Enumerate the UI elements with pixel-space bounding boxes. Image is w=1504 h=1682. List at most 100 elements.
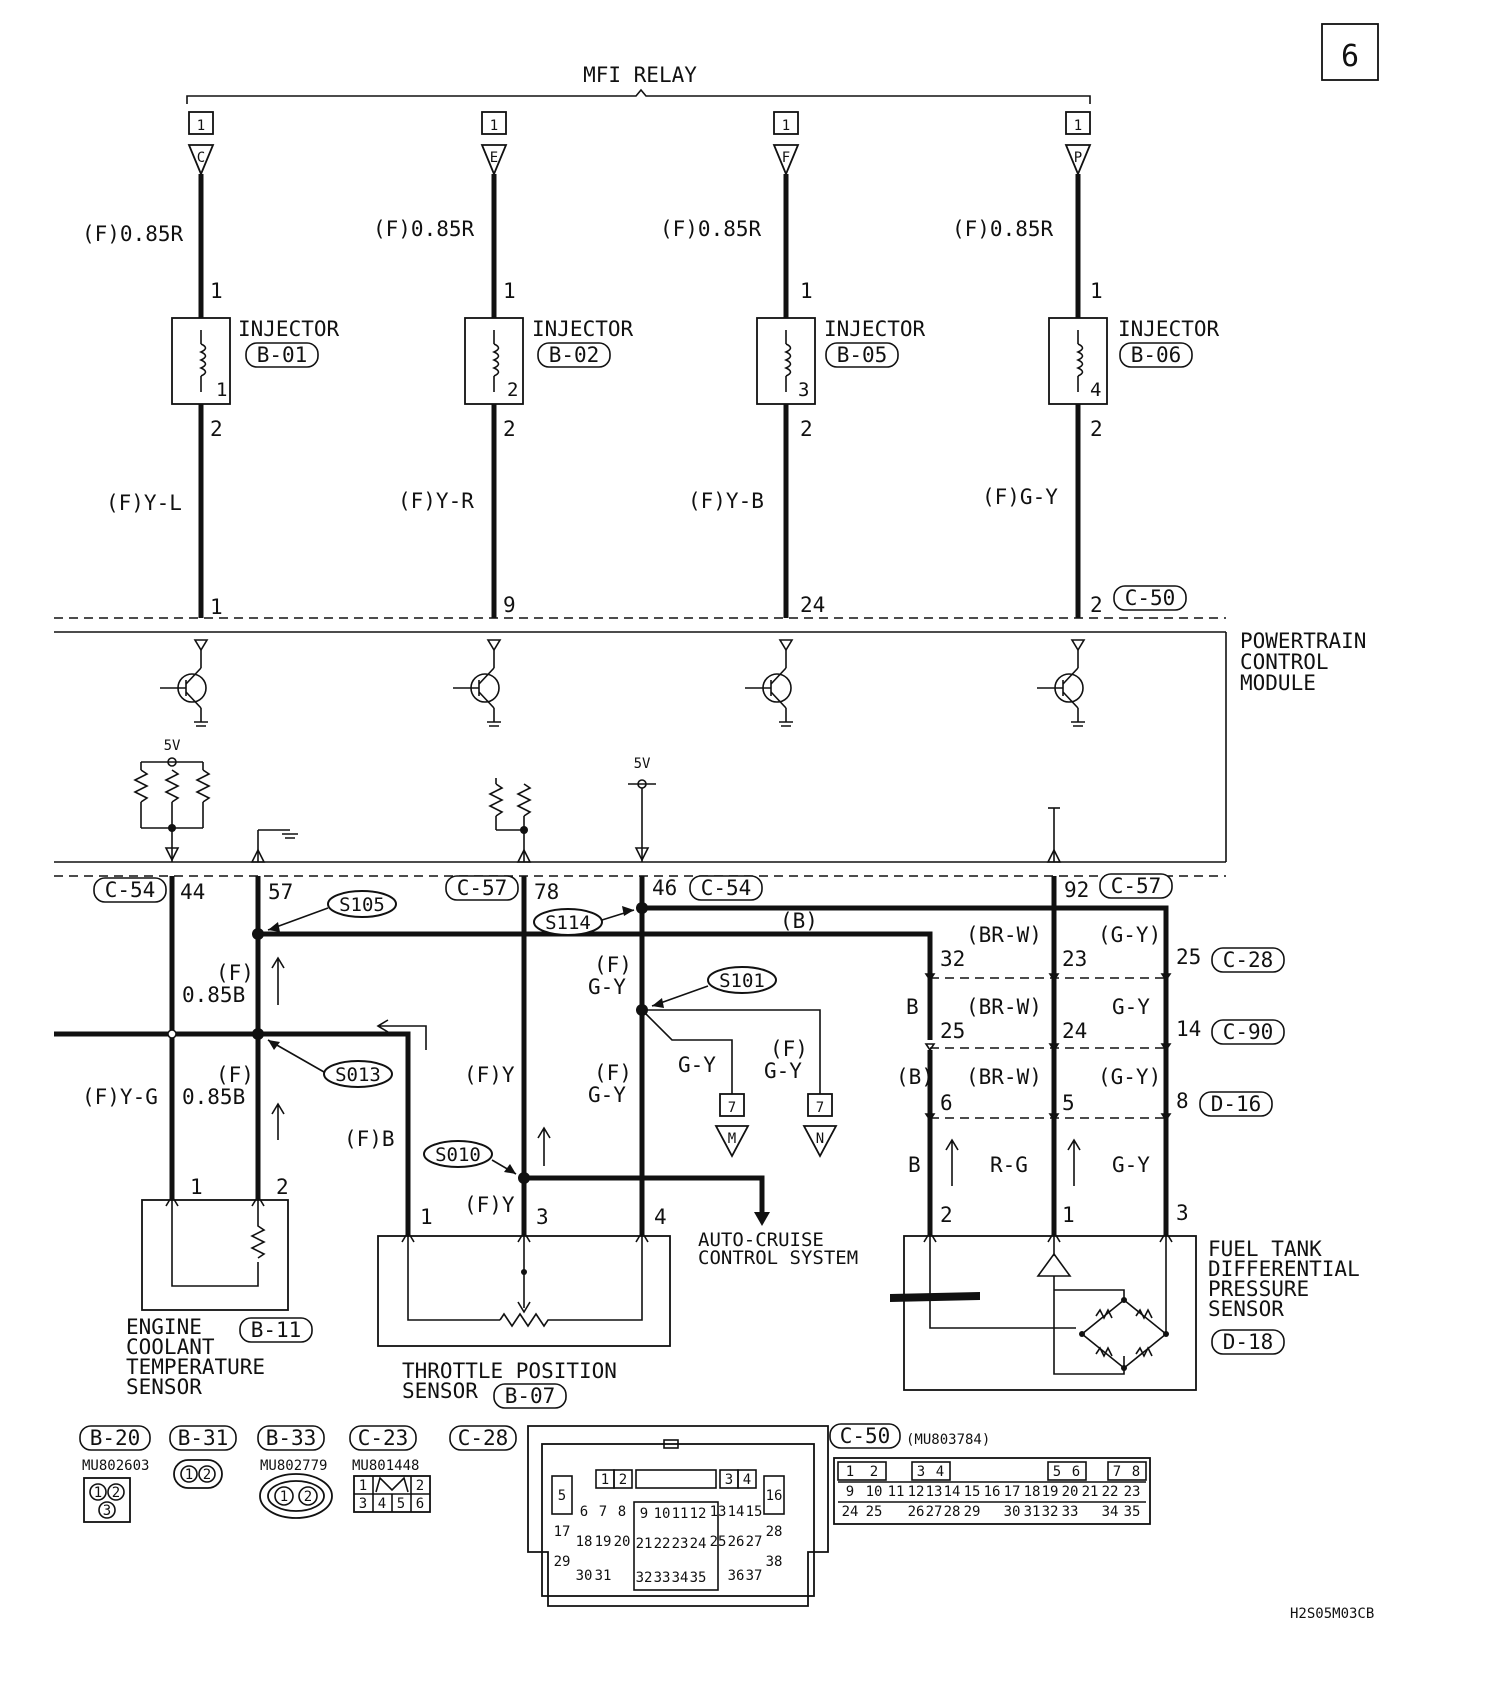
- injector-coil-icon: [784, 343, 792, 377]
- pressure-port-icon: [890, 1292, 980, 1302]
- svg-text:23: 23: [1124, 1484, 1141, 1500]
- svg-text:32: 32: [1042, 1504, 1059, 1520]
- svg-text:24: 24: [842, 1504, 859, 1520]
- injector-b02: (F)0.85R 1 2 INJECTOR B-02 2 (F)Y-R 9: [373, 217, 634, 617]
- injector-coil-icon: [1076, 343, 1084, 377]
- svg-text:14: 14: [944, 1484, 961, 1500]
- splice-label: S105: [339, 894, 385, 916]
- injector-title: INJECTOR: [238, 317, 340, 341]
- svg-text:6: 6: [940, 1091, 953, 1115]
- splice-s013: S013: [267, 1039, 393, 1088]
- relay-pin-letter: F: [782, 150, 790, 166]
- engine-coolant-temperature-sensor: 1 2 ENGINE COOLANT TEMPERATURE SENSOR B-…: [126, 1175, 313, 1399]
- amplifier-icon: [1036, 1252, 1072, 1277]
- svg-text:29: 29: [554, 1554, 571, 1570]
- svg-text:B: B: [908, 1153, 921, 1177]
- pin-number: 1: [800, 279, 813, 303]
- svg-text:6: 6: [580, 1504, 588, 1520]
- splice-label: S010: [435, 1144, 481, 1166]
- svg-text:17: 17: [554, 1524, 571, 1540]
- injector-connector: B-06: [1131, 343, 1182, 367]
- pcm-connector-c50: C-50: [1125, 586, 1176, 610]
- svg-text:8: 8: [1176, 1089, 1189, 1113]
- pcm-internal-inputs: 5V 5V: [133, 738, 1060, 862]
- connector-n: 7 N: [802, 1093, 838, 1158]
- injector-number: 1: [216, 379, 227, 401]
- svg-text:19: 19: [595, 1534, 612, 1550]
- svg-text:2: 2: [619, 1472, 627, 1488]
- svg-text:8: 8: [1132, 1464, 1140, 1480]
- svg-text:M: M: [728, 1131, 736, 1147]
- svg-text:18: 18: [576, 1534, 593, 1550]
- svg-text:10: 10: [866, 1484, 883, 1500]
- svg-text:9: 9: [640, 1506, 648, 1522]
- svg-text:31: 31: [595, 1568, 612, 1584]
- svg-text:MU802603: MU802603: [82, 1458, 149, 1474]
- svg-text:2: 2: [940, 1203, 953, 1227]
- svg-text:15: 15: [746, 1504, 763, 1520]
- svg-text:23: 23: [1062, 947, 1087, 971]
- injector-wires-bottom: [198, 404, 1081, 618]
- svg-text:3: 3: [359, 1496, 367, 1512]
- svg-text:19: 19: [1042, 1484, 1059, 1500]
- svg-text:35: 35: [1124, 1504, 1141, 1520]
- injector-connector: B-01: [257, 343, 308, 367]
- resistor-icon: [488, 783, 504, 817]
- svg-text:(MU803784): (MU803784): [906, 1432, 990, 1448]
- relay-pin-e: 1 E: [480, 111, 508, 177]
- wire-label: (F)Y-R: [398, 489, 474, 513]
- tps-connector: B-07: [505, 1384, 556, 1408]
- svg-text:2: 2: [203, 1467, 211, 1483]
- relay-pin-letter: E: [490, 150, 498, 166]
- connector-d16-label: D-16: [1211, 1092, 1262, 1116]
- svg-text:27: 27: [746, 1534, 763, 1550]
- resistor-icon: [195, 769, 211, 803]
- svg-text:30: 30: [576, 1568, 593, 1584]
- resistor-icon: [164, 769, 180, 803]
- svg-text:4: 4: [654, 1205, 667, 1229]
- svg-text:14: 14: [1176, 1017, 1201, 1041]
- svg-text:11: 11: [888, 1484, 905, 1500]
- svg-text:22: 22: [1102, 1484, 1119, 1500]
- splice-s105: S105: [267, 890, 397, 932]
- svg-text:3: 3: [1176, 1201, 1189, 1225]
- svg-text:N: N: [816, 1131, 824, 1147]
- injector-b05: (F)0.85R 1 3 INJECTOR B-05 2 (F)Y-B 24: [660, 217, 926, 617]
- svg-text:34: 34: [1102, 1504, 1119, 1520]
- fuel-sensor-connector: D-18: [1223, 1330, 1274, 1354]
- svg-text:12: 12: [690, 1506, 707, 1522]
- svg-text:5: 5: [1053, 1464, 1061, 1480]
- pcm-pin-number: 9: [503, 593, 516, 617]
- lower-harness-wires: [54, 876, 1169, 1236]
- svg-text:34: 34: [672, 1570, 689, 1586]
- svg-text:5: 5: [397, 1496, 405, 1512]
- svg-text:2: 2: [276, 1175, 289, 1199]
- auto-cruise-line2: CONTROL SYSTEM: [698, 1247, 858, 1269]
- svg-text:1: 1: [280, 1489, 288, 1505]
- injector-title: INJECTOR: [532, 317, 634, 341]
- pcm-bottom-pins: C-54 44 57 C-57 78 46 C-54 92 C-57: [93, 847, 1173, 904]
- svg-text:38: 38: [766, 1554, 783, 1570]
- page-number: 6: [1341, 39, 1359, 74]
- svg-text:G-Y: G-Y: [1112, 995, 1150, 1019]
- wire-label: (F)B: [344, 1127, 395, 1151]
- svg-text:(G-Y): (G-Y): [1098, 1065, 1161, 1089]
- connector-view-b20: B-20 MU802603 1 2 3: [79, 1425, 151, 1523]
- svg-text:2: 2: [304, 1489, 312, 1505]
- svg-text:35: 35: [690, 1570, 707, 1586]
- svg-text:7: 7: [816, 1100, 824, 1116]
- svg-text:14: 14: [728, 1504, 745, 1520]
- svg-text:7: 7: [1113, 1464, 1121, 1480]
- svg-text:10: 10: [654, 1506, 671, 1522]
- pcm-pin-number: 2: [1090, 593, 1103, 617]
- injector-coil-icon: [199, 343, 207, 377]
- svg-text:36: 36: [728, 1568, 745, 1584]
- relay-pin-letter: P: [1074, 150, 1082, 166]
- wire-label: G-Y: [588, 975, 626, 999]
- connector-view-b33: B-33 MU802779 1 2: [257, 1425, 333, 1519]
- powertrain-control-module: POWERTRAIN CONTROL MODULE: [54, 617, 1366, 877]
- relay-pin-p: 1 P: [1064, 111, 1092, 177]
